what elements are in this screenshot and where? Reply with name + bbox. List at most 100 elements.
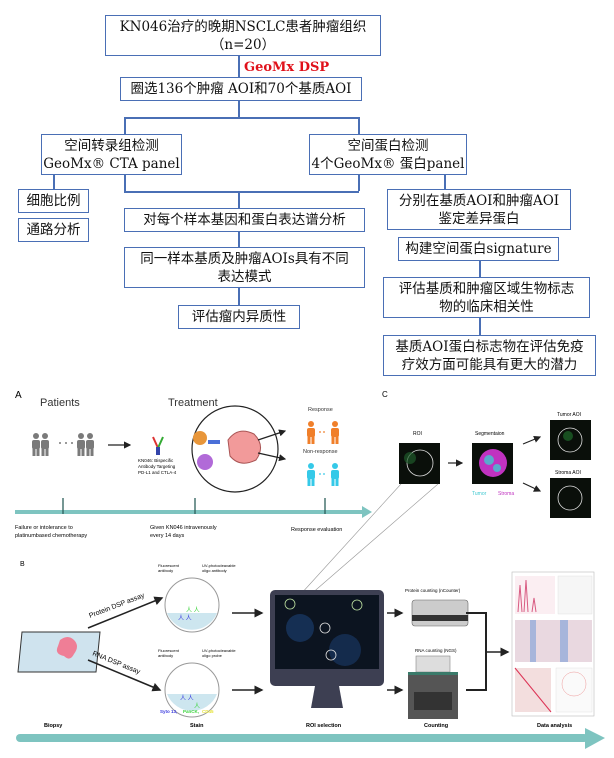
connector: [53, 175, 55, 189]
right-step-4-line2: 疗效方面可能具有更大的潜力: [401, 356, 578, 373]
step-data-analysis: Data analysis: [537, 723, 572, 729]
ncounter-instrument-icon: [411, 599, 469, 627]
selection-text: 圈选136个肿瘤 AOI和70个基质AOI: [130, 81, 352, 97]
cell-ratio-box: 细胞比例: [18, 189, 89, 213]
panel-b-label: B: [20, 561, 25, 568]
transcriptome-box: 空间转录组检测 GeoMx® CTA panel: [41, 134, 182, 175]
cell-ratio-text: 细胞比例: [26, 193, 81, 209]
segmentation-label: Segmentaion: [475, 431, 505, 437]
svg-text:人: 人: [194, 703, 200, 710]
responder-icon: [307, 421, 339, 444]
rna-stain-beaker: 人 人人: [164, 662, 220, 718]
antibody-icon: [152, 436, 164, 455]
biopsy-slide-icon: [17, 631, 101, 673]
roi-image: [399, 443, 440, 484]
arrow: [87, 659, 162, 692]
tumor-aoi-label: Tumor AOI: [557, 412, 581, 418]
arrow: [522, 482, 542, 492]
zoom-line: [309, 483, 439, 596]
connector: [238, 56, 240, 77]
center-step-2-line1: 同一样本基质及肿瘤AOIs具有不同: [140, 250, 349, 267]
stroma-aoi-image: [550, 478, 591, 518]
method-label: GeoMx DSP: [244, 60, 330, 75]
timeline-a: [15, 498, 372, 518]
ngs-instrument-icon: [408, 655, 458, 719]
drug-caption-3: PD-L1 and CTLA-4: [138, 470, 177, 475]
right-step-1-line1: 分别在基质AOI和肿瘤AOI: [398, 192, 560, 209]
stain-syto13: Syto 13,: [160, 709, 177, 714]
rna-counting-label: RNA counting (NGS): [415, 648, 457, 653]
center-step-1: 对每个样本基因和蛋白表达谱分析: [124, 208, 365, 232]
connector: [124, 117, 126, 134]
right-step-3-line2: 物的临床相关性: [439, 298, 534, 315]
right-step-1: 分别在基质AOI和肿瘤AOI 鉴定差异蛋白: [387, 189, 571, 230]
treatment-heading: Treatment: [168, 397, 218, 409]
root-box: KN046治疗的晚期NSCLC患者肿瘤组织 （n=20）: [105, 15, 381, 56]
right-step-4-line1: 基质AOI蛋白标志物在评估免疫: [395, 338, 584, 355]
transcriptome-line2: GeoMx® CTA panel: [43, 155, 180, 172]
data-analysis-panel: [511, 571, 595, 717]
protein-counting-label: Protein counting (nCounter): [405, 588, 461, 593]
uv-oligo-probe-2: oligo probe: [202, 653, 223, 658]
fluorescent-antibody-1: Fluorescent: [158, 563, 180, 568]
center-step-1-text: 对每个样本基因和蛋白表达谱分析: [143, 212, 346, 228]
connector: [358, 175, 360, 191]
timeline-a-1-line2: platinumbased chemotherapy: [15, 533, 87, 539]
stroma-aoi-label: Stroma AOI: [555, 470, 581, 476]
right-step-2-text: 构建空间蛋白signature: [405, 241, 552, 257]
arrow: [522, 435, 542, 445]
root-line1: KN046治疗的晚期NSCLC患者肿瘤组织: [119, 18, 367, 35]
step-biopsy: Biopsy: [44, 723, 63, 729]
uv-oligo-probe-1: UV-photocleavable: [202, 648, 236, 653]
connector: [124, 175, 126, 191]
patients-heading: Patients: [40, 397, 80, 409]
drug-caption-1: KN046: Bispecific: [138, 458, 174, 463]
panel-c-label: C: [382, 390, 388, 399]
non-responder-icon: [307, 463, 339, 486]
timeline-a-2-line2: every 14 days: [150, 533, 184, 539]
monitor-icon: [270, 590, 384, 708]
connector: [358, 117, 360, 134]
arrow-connector: [238, 288, 240, 305]
fluorescent-antibody-2: antibody: [158, 568, 173, 573]
arrow: [87, 596, 164, 629]
step-roi-selection: ROI selection: [306, 723, 342, 729]
timeline-a-1-line1: Failure or intolerance to: [15, 525, 73, 531]
arrow-non-response: [257, 452, 287, 462]
pathway-box: 通路分析: [18, 218, 89, 242]
panel-a-label: A: [15, 390, 22, 401]
stroma-label: Stroma: [498, 491, 514, 497]
protein-line2: 4个GeoMx® 蛋白panel: [311, 155, 465, 172]
arrow-connector: [479, 318, 481, 335]
timeline-b: [16, 728, 605, 749]
mechanism-circle: [191, 405, 279, 493]
protein-box: 空间蛋白检测 4个GeoMx® 蛋白panel: [309, 134, 467, 175]
arrow-connector: [479, 261, 481, 277]
svg-text:人 人: 人 人: [178, 615, 192, 622]
right-step-3: 评估基质和肿瘤区域生物标志 物的临床相关性: [383, 277, 590, 318]
connector: [124, 191, 359, 193]
right-step-4: 基质AOI蛋白标志物在评估免疫 疗效方面可能具有更大的潜力: [383, 335, 596, 376]
drug-caption-2: Antibody Targeting: [138, 464, 176, 469]
center-step-3-text: 评估瘤内异质性: [191, 309, 287, 325]
uv-oligo-antibody-2: oligo antibody: [202, 568, 227, 573]
connector: [124, 117, 359, 119]
arrow-connector: [238, 232, 240, 247]
step-counting: Counting: [424, 723, 448, 729]
fluorescent-antibody-rna-1: Fluorescent: [158, 648, 180, 653]
root-line2: （n=20）: [210, 36, 276, 53]
tumor-aoi-image: [550, 420, 591, 460]
timeline-a-3: Response evaluation: [291, 527, 342, 533]
center-step-2-line2: 表达模式: [217, 268, 272, 285]
step-stain: Stain: [190, 723, 204, 729]
protein-line1: 空间蛋白检测: [347, 137, 429, 154]
selection-box: 圈选136个肿瘤 AOI和70个基质AOI: [120, 77, 362, 101]
patients-icon: [32, 433, 94, 456]
response-label: Response: [308, 407, 333, 413]
connector: [444, 175, 446, 189]
tumor-label: Tumor: [472, 491, 487, 497]
stain-panck: PanCK,: [183, 709, 199, 714]
center-step-2: 同一样本基质及肿瘤AOIs具有不同 表达模式: [124, 247, 365, 288]
right-step-3-line1: 评估基质和肿瘤区域生物标志: [398, 280, 575, 297]
fluorescent-antibody-rna-2: antibody: [158, 653, 173, 658]
